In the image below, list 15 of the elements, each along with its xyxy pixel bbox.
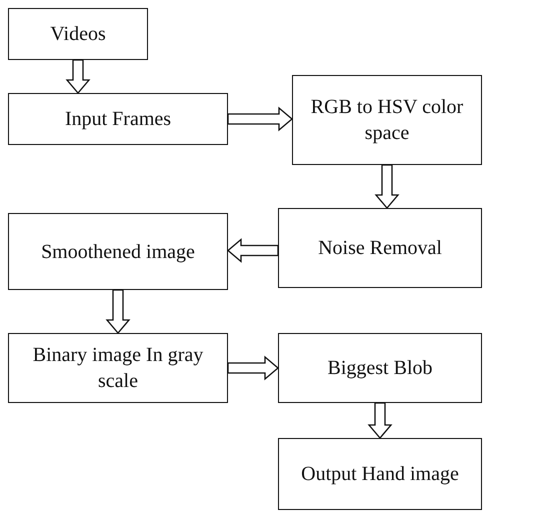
process-box: Output Hand image [278, 438, 482, 510]
hollow-arrow [374, 164, 400, 209]
hollow-arrow [66, 59, 90, 94]
process-box: Smoothened image [8, 213, 228, 290]
process-box: Biggest Blob [278, 333, 482, 403]
process-box: Binary image In gray scale [8, 333, 228, 403]
process-box: Videos [8, 8, 148, 60]
hollow-arrow [227, 238, 279, 263]
hollow-arrow [106, 289, 130, 334]
hollow-arrow [227, 106, 293, 132]
process-box: RGB to HSV color space [292, 75, 482, 165]
process-box: Noise Removal [278, 208, 482, 288]
hollow-arrow [368, 402, 392, 439]
hollow-arrow [227, 356, 279, 380]
process-box: Input Frames [8, 93, 228, 145]
